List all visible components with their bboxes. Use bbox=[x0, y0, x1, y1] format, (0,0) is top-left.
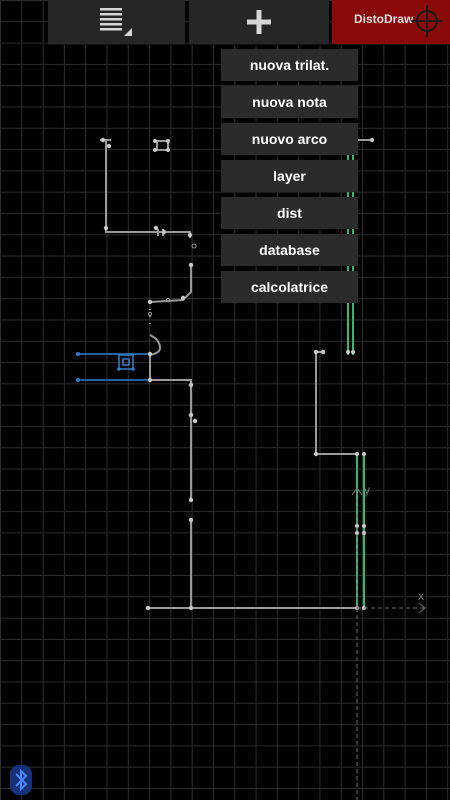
list-menu-icon bbox=[100, 8, 132, 36]
axes bbox=[356, 488, 425, 800]
pillar-symbol bbox=[155, 140, 169, 151]
bluetooth-icon[interactable] bbox=[10, 765, 32, 795]
axis-x-label: x bbox=[418, 589, 424, 603]
top-toolbar: DistoDraw bbox=[0, 0, 450, 45]
add-button[interactable] bbox=[189, 0, 329, 45]
list-menu-button[interactable] bbox=[48, 0, 185, 45]
brand-label: DistoDraw bbox=[354, 12, 414, 26]
blue-object bbox=[78, 353, 148, 381]
survey-points bbox=[100, 137, 375, 611]
brand-target-button[interactable]: DistoDraw bbox=[332, 0, 450, 45]
menu-item-database[interactable]: database bbox=[221, 234, 358, 266]
menu-item-dist[interactable]: dist bbox=[221, 197, 358, 229]
menu-item-nuova-trilat[interactable]: nuova trilat. bbox=[221, 49, 358, 81]
menu-item-nuovo-arco[interactable]: nuovo arco bbox=[221, 123, 358, 155]
plus-icon bbox=[247, 10, 271, 34]
axis-y-label: y bbox=[364, 483, 370, 497]
wall-segment bbox=[105, 140, 191, 238]
crosshair-target-icon bbox=[411, 5, 443, 37]
menu-item-calcolatrice[interactable]: calcolatrice bbox=[221, 271, 358, 303]
menu-item-layer[interactable]: layer bbox=[221, 160, 358, 192]
menu-item-nuova-nota[interactable]: nuova nota bbox=[221, 86, 358, 118]
add-dropdown-menu: nuova trilat. nuova nota nuovo arco laye… bbox=[221, 49, 358, 308]
